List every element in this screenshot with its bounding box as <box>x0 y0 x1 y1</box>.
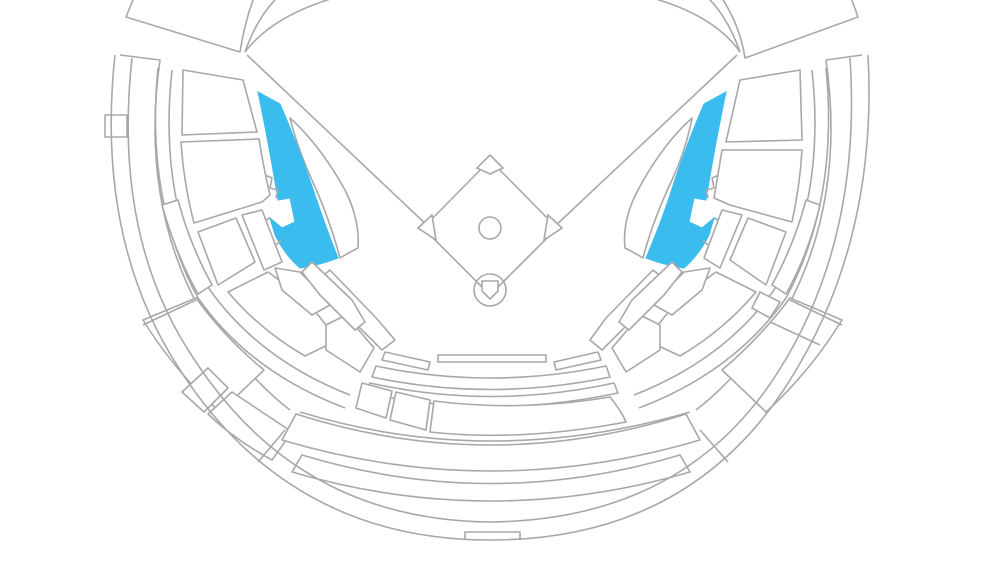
section-right-2[interactable] <box>713 149 803 223</box>
right-aisle-outer <box>695 54 863 411</box>
left-aisle-inner <box>168 69 351 396</box>
home-plate[interactable] <box>481 280 499 301</box>
section-left-2[interactable] <box>180 138 271 224</box>
section-lower-1[interactable] <box>355 382 393 419</box>
section-lower-3[interactable] <box>429 396 627 437</box>
section-left-9[interactable] <box>301 261 366 331</box>
right-notch <box>705 174 720 199</box>
section-right-4[interactable] <box>703 209 743 269</box>
outer-ring <box>110 54 870 541</box>
section-behind-home-2[interactable] <box>381 351 431 371</box>
section-lower-2[interactable] <box>389 391 431 431</box>
section-behind-home-4[interactable] <box>371 365 611 391</box>
section-right-3[interactable] <box>729 217 787 286</box>
section-right-10[interactable] <box>771 199 821 295</box>
section-right-1[interactable] <box>725 69 803 143</box>
divider-1 <box>142 299 197 326</box>
section-right-9[interactable] <box>618 261 683 331</box>
first-base-wedge[interactable] <box>623 117 693 259</box>
section-behind-home-1[interactable] <box>437 354 547 363</box>
home-plate-circle <box>473 273 507 307</box>
section-left-12[interactable] <box>142 297 265 413</box>
section-upper-behind-home-2[interactable] <box>291 454 691 502</box>
divider-5 <box>769 321 821 346</box>
foul-line-left <box>246 54 431 229</box>
section-right-11[interactable] <box>721 297 843 413</box>
ring-1 <box>299 411 691 442</box>
left-aisle-mid <box>154 67 346 409</box>
section-top-right[interactable] <box>720 0 859 59</box>
third-base[interactable] <box>416 213 438 242</box>
section-upper-behind-home[interactable] <box>281 413 701 472</box>
foul-line-right <box>552 54 738 229</box>
third-base-wedge[interactable] <box>289 117 360 259</box>
second-base[interactable] <box>475 153 505 175</box>
outfield-wall-right <box>708 0 741 53</box>
section-left-13[interactable] <box>181 367 229 413</box>
outfield-wall-left <box>244 0 277 53</box>
first-base[interactable] <box>542 213 564 242</box>
divider-4 <box>789 299 843 326</box>
section-left-10[interactable] <box>161 199 213 295</box>
section-right-12[interactable] <box>751 291 781 319</box>
bottom-notch <box>464 531 521 540</box>
left-notch <box>264 174 279 199</box>
section-left-4[interactable] <box>241 209 283 271</box>
right-aisle-inner <box>633 69 816 396</box>
right-aisle-mid <box>638 67 830 409</box>
divider-2 <box>257 429 286 463</box>
pitchers-mound[interactable] <box>478 216 502 240</box>
section-left-3[interactable] <box>197 217 256 286</box>
section-top-left[interactable] <box>125 0 255 53</box>
outfield-arc <box>244 0 741 53</box>
divider-3 <box>699 429 729 463</box>
left-aisle-outer <box>119 54 291 411</box>
section-behind-home-3[interactable] <box>553 351 602 371</box>
section-left-1[interactable] <box>181 69 258 136</box>
section-left-11[interactable] <box>104 114 128 138</box>
outer-ring-inner <box>127 57 853 523</box>
